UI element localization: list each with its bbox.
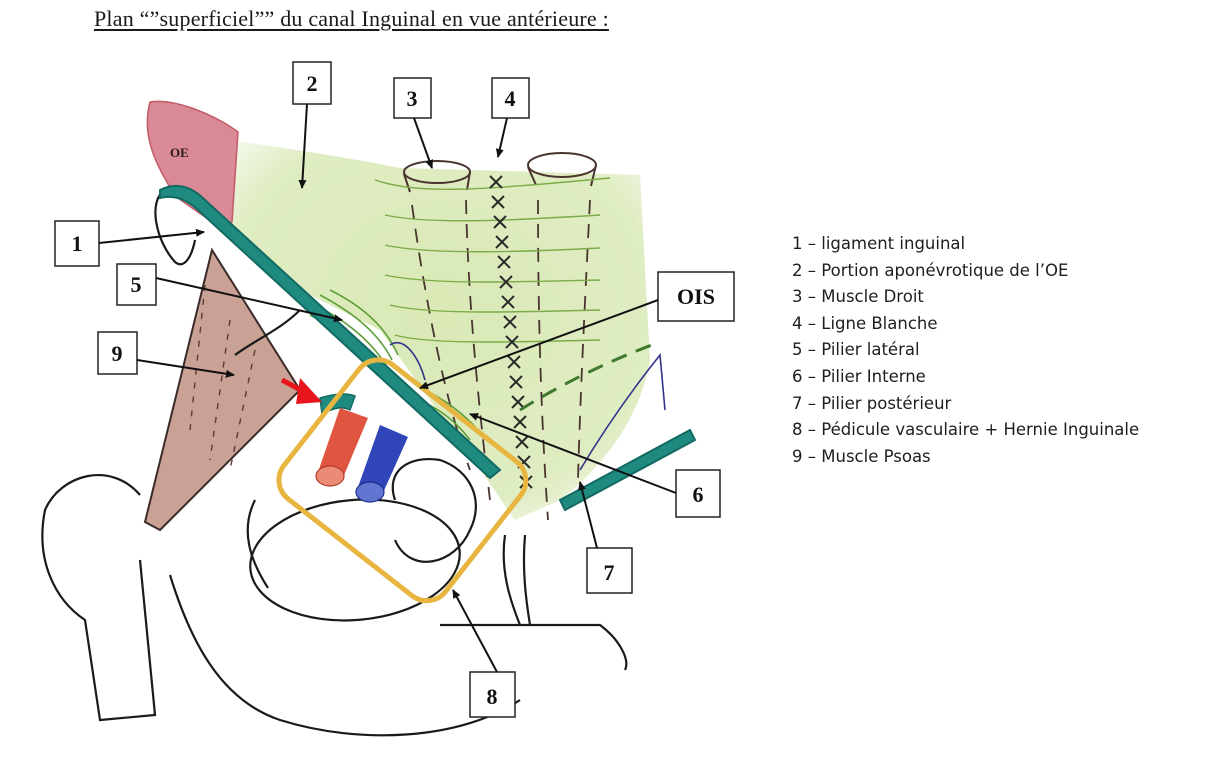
red-arrow-icon — [280, 377, 322, 404]
legend-item: 7 – Pilier postérieur — [792, 393, 952, 413]
label-box-ois: OIS — [657, 271, 735, 322]
legend-item: 6 – Pilier Interne — [792, 366, 926, 386]
external-oblique-muscle — [146, 100, 239, 227]
posterior-crus-band — [558, 428, 697, 512]
legend-item: 4 – Ligne Blanche — [792, 313, 938, 333]
label-box-6: 6 — [675, 469, 721, 518]
legend-item: 8 – Pédicule vasculaire + Hernie Inguina… — [792, 420, 1140, 440]
label-ois-text: OIS — [677, 284, 715, 309]
label-box-8: 8 — [469, 671, 516, 718]
label-box-5: 5 — [116, 263, 157, 306]
label-6-text: 6 — [693, 482, 704, 507]
oe-label: OE — [170, 145, 189, 160]
legend-item: 9 – Muscle Psoas — [792, 446, 931, 466]
rectus-abdominis-muscle — [374, 152, 611, 521]
label-9-text: 9 — [112, 341, 123, 366]
legend-item: 3 – Muscle Droit — [792, 287, 924, 307]
aponeurosis-oe — [228, 140, 650, 520]
label-box-9: 9 — [97, 331, 138, 375]
label-2-text: 2 — [307, 71, 318, 96]
psoas-muscle — [143, 247, 302, 532]
legend: 1 – ligament inguinal 2 – Portion aponév… — [792, 231, 1139, 470]
label-box-2: 2 — [292, 61, 332, 105]
femoral-artery — [315, 408, 368, 487]
label-box-1: 1 — [54, 220, 100, 267]
legend-item: 2 – Portion aponévrotique de l’OE — [792, 260, 1069, 280]
label-5-text: 5 — [131, 272, 142, 297]
label-1-text: 1 — [72, 231, 83, 256]
linea-alba — [489, 175, 533, 489]
legend-item: 5 – Pilier latéral — [792, 340, 920, 360]
label-box-4: 4 — [491, 77, 530, 119]
label-7-text: 7 — [604, 560, 615, 585]
pelvis-bone-outline — [41, 189, 628, 737]
vascular-pedicle-hernia-box — [276, 357, 529, 604]
page-title: Plan “”superficiel”” du canal Inguinal e… — [94, 6, 609, 31]
label-8-text: 8 — [487, 684, 498, 709]
label-box-7: 7 — [586, 547, 633, 594]
label-3-text: 3 — [407, 86, 418, 111]
label-4-text: 4 — [505, 86, 516, 111]
femoral-vein — [355, 425, 408, 503]
label-box-3: 3 — [393, 77, 432, 119]
inguinal-ligament — [159, 184, 502, 480]
legend-item: 1 – ligament inguinal — [792, 234, 966, 253]
